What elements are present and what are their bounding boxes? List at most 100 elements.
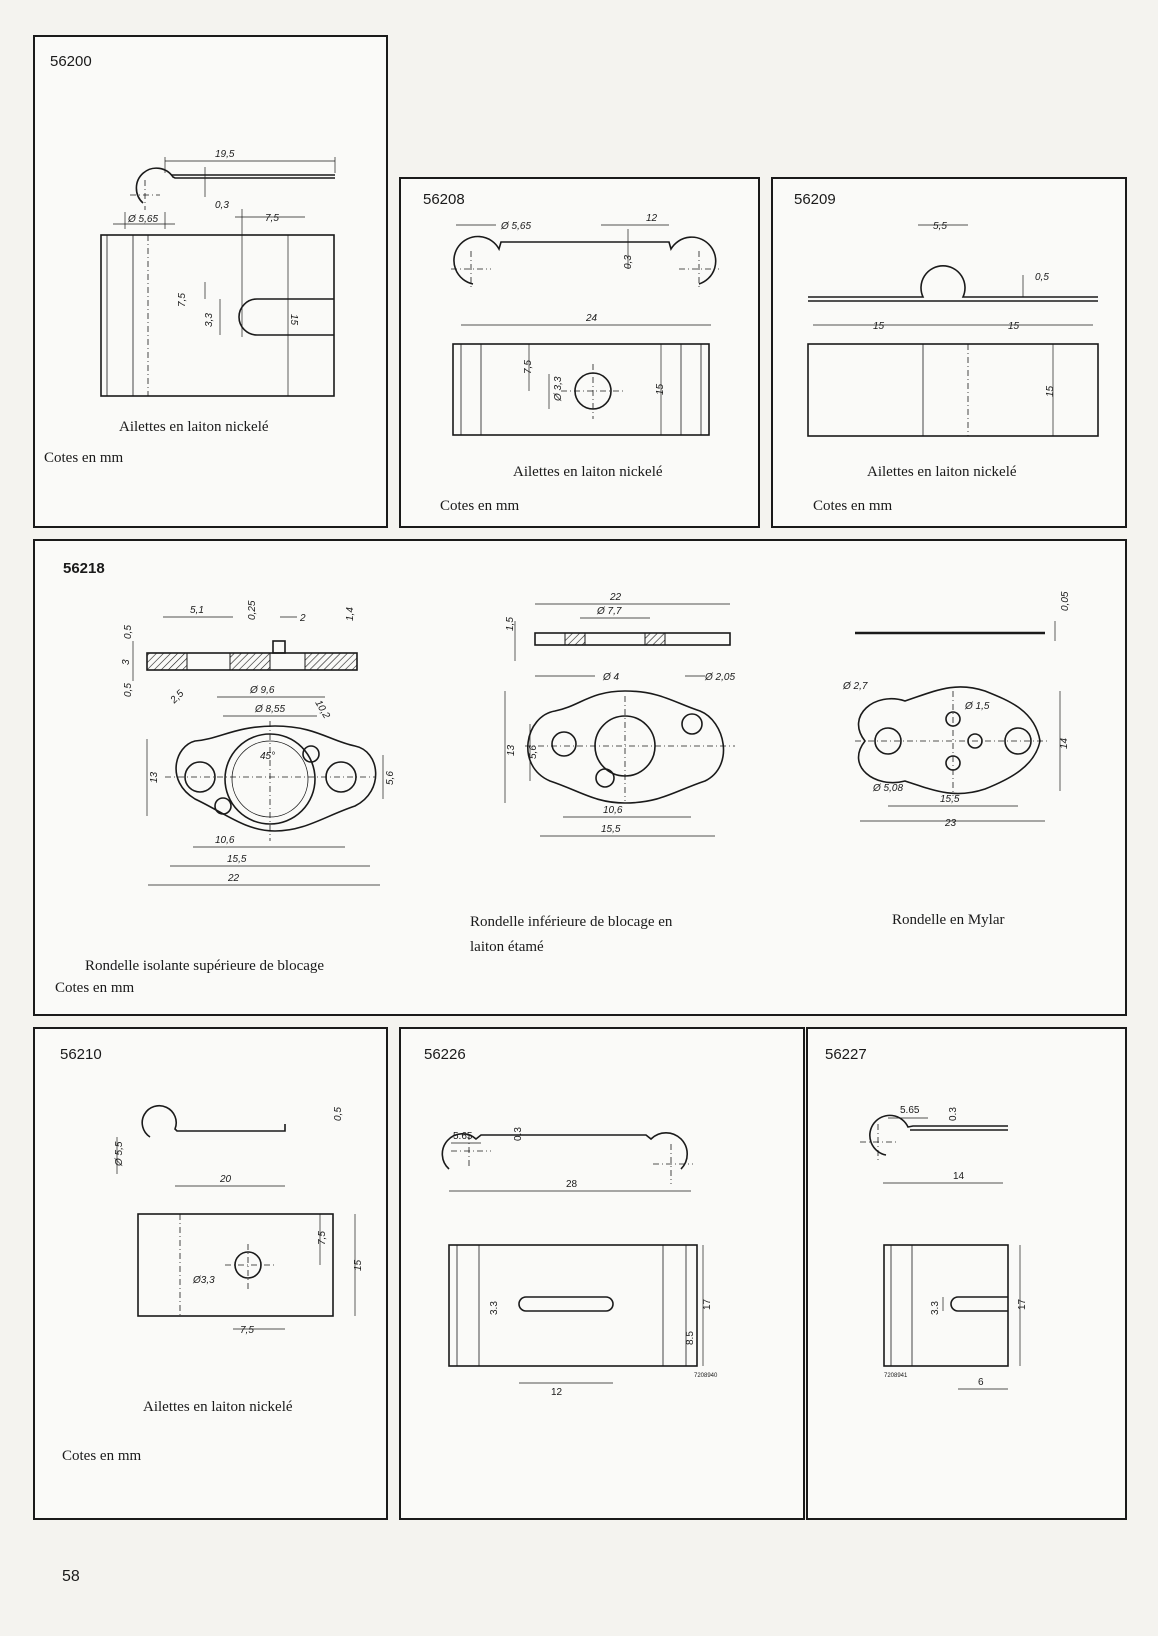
dim-gap: 0,3 [215,200,229,211]
dim-a155: 15,5 [227,854,247,865]
dim-length: 19,5 [215,149,235,160]
units-note: Cotes en mm [55,980,135,996]
dim-c15d: Ø 1,5 [964,701,990,712]
part-code: 56210 [60,1046,102,1063]
caption: Ailettes en laiton nickelé [119,419,269,435]
dim-a102: 10,2 [312,698,331,721]
dim-b155: 15,5 [601,824,621,835]
drawing-56210: Ø 5,5 0,5 20 7,5 15 Ø3,3 7,5 [114,1104,364,1336]
ref-number: 7208940 [694,1373,718,1379]
dim-c005: 0,05 [1060,591,1071,611]
drawing-56208: Ø 5,65 12 0,3 24 7,5 Ø 3,3 15 [451,213,719,436]
caption-right: Rondelle en Mylar [892,912,1005,928]
dim-75b: 7,5 [240,1325,254,1336]
panel-56209: 56209 5,5 0,5 15 15 15 Ailettes en laito… [771,177,1127,528]
dim-a51: 5,1 [190,605,204,616]
dim-17: 17 [702,1298,713,1310]
caption: Ailettes en laiton nickelé [513,464,663,480]
panel-56227: 56227 5.65 0.3 14 3.3 17 6 7208941 [806,1027,1127,1520]
caption-left: Rondelle isolante supérieure de blocage [85,958,325,974]
panel-56226: 56226 5.65 0.3 28 3.3 17 8.5 12 7208940 [399,1027,805,1520]
dim-c27: Ø 2,7 [842,681,868,692]
dim-15b: 15 [1008,321,1020,332]
drawing-56218: 5,1 0,25 2 1,4 0,5 3 0,5 Ø 9,6 Ø 8,55 2,… [121,591,1071,886]
drawing-56226: 5.65 0.3 28 3.3 17 8.5 12 7208940 [441,1127,718,1398]
part-code: 56209 [794,191,836,208]
dim-a13: 13 [149,771,160,783]
units-note: Cotes en mm [813,498,893,514]
dim-15: 15 [655,383,666,395]
drawing-56227: 5.65 0.3 14 3.3 17 6 7208941 [860,1105,1028,1390]
panel-56218: 56218 5,1 0,25 2 1,4 0,5 3 0,5 Ø 9,6 Ø 8… [33,539,1127,1016]
dim-b77: Ø 7,7 [596,606,622,617]
dim-b4: Ø 4 [602,672,620,683]
caption-mid-2: laiton étamé [470,939,544,955]
dim-33: 3,3 [204,313,215,327]
dim-05: 0,5 [1035,272,1049,283]
dim-c155: 15,5 [940,794,960,805]
dim-a45: 45° [260,751,275,762]
panel-56208: 56208 Ø 5,65 12 0,3 24 7,5 Ø 3,3 15 Aile… [399,177,760,528]
dim-a22: 22 [227,873,240,884]
dim-a2: 2 [299,613,306,624]
dim-75b: 7,5 [177,293,188,307]
drawing-56209: 5,5 0,5 15 15 15 [807,221,1099,437]
panel-56210: 56210 Ø 5,5 0,5 20 7,5 15 Ø3,3 7,5 Ailet… [33,1027,388,1520]
dim-12: 12 [646,213,658,224]
dim-15c: 15 [1045,385,1056,397]
dim-15: 15 [353,1259,364,1271]
dim-c23: 23 [944,818,957,829]
dim-a25: 2,5 [168,688,187,707]
dim-565: 5.65 [453,1131,473,1142]
dim-a855: Ø 8,55 [254,704,285,715]
dim-b106: 10,6 [603,805,623,816]
dim-33: 3.3 [930,1301,941,1315]
dim-hole: Ø 3,3 [553,376,564,402]
dim-14: 14 [953,1171,965,1182]
dim-565: 5.65 [900,1105,920,1116]
units-note: Cotes en mm [44,450,124,466]
dim-17: 17 [1017,1298,1028,1310]
dim-c508: Ø 5,08 [872,783,903,794]
dim-55: Ø 5,5 [114,1141,125,1167]
dim-24: 24 [585,313,598,324]
dim-b22: 22 [609,592,622,603]
dim-diam: Ø 5,65 [127,214,158,225]
dim-20: 20 [219,1174,232,1185]
caption: Ailettes en laiton nickelé [867,464,1017,480]
dim-c14: 14 [1059,737,1070,749]
dim-a106: 10,6 [215,835,235,846]
dim-15: 15 [288,314,299,326]
dim-a56: 5,6 [385,771,396,785]
dim-b205: Ø 2,05 [704,672,735,683]
dim-12: 12 [551,1387,563,1398]
caption-mid-1: Rondelle inférieure de blocage en [470,914,673,930]
caption: Ailettes en laiton nickelé [143,1399,293,1415]
part-code: 56226 [424,1046,466,1063]
dim-75a: 7,5 [317,1231,328,1245]
dim-diam: Ø 5,65 [500,221,531,232]
dim-28: 28 [566,1179,578,1190]
dim-55: 5,5 [933,221,947,232]
dim-6: 6 [978,1377,984,1388]
part-code: 56208 [423,191,465,208]
dim-a96: Ø 9,6 [249,685,275,696]
dim-a05b: 0,5 [123,683,134,697]
dim-a3: 3 [121,659,132,665]
dim-a025: 0,25 [247,600,258,620]
dim-b56: 5,6 [528,745,539,759]
drawing-56200: 19,5 0,3 Ø 5,65 7,5 7,5 3,3 15 [100,149,336,397]
units-note: Cotes en mm [440,498,520,514]
dim-75a: 7,5 [265,213,279,224]
units-note: Cotes en mm [62,1448,142,1464]
part-code: 56200 [50,53,92,70]
ref-number: 7208941 [884,1373,908,1379]
dim-hole: Ø3,3 [192,1275,215,1286]
dim-b13: 13 [506,744,517,756]
dim-03: 0.3 [513,1127,524,1141]
dim-85: 8.5 [685,1331,696,1345]
dim-a05a: 0,5 [123,625,134,639]
dim-a14: 1,4 [345,607,356,621]
dim-03: 0,3 [623,255,634,269]
dim-75: 7,5 [523,360,534,374]
